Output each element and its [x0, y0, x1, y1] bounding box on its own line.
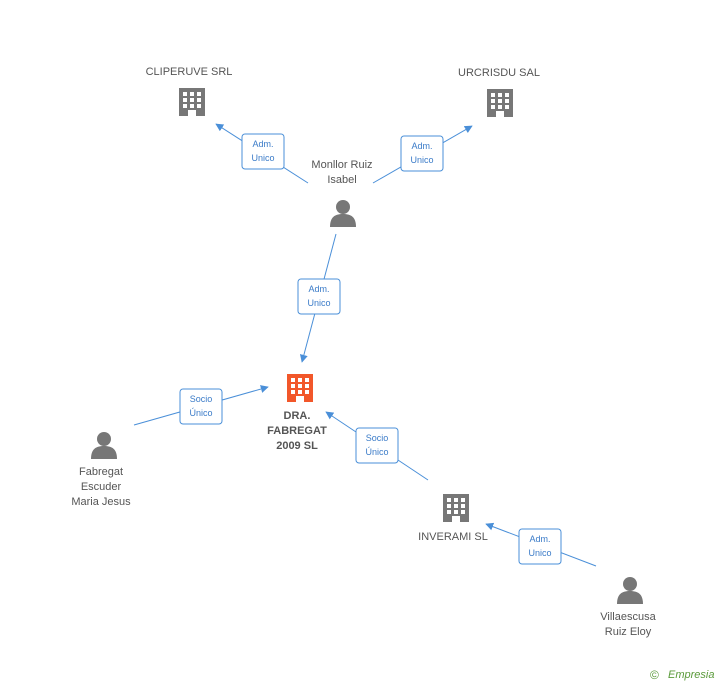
- node-label: INVERAMI SL: [418, 531, 488, 543]
- edge-monllor-to-dra_fabregat: Adm. Unico: [297, 233, 341, 363]
- edge-role-text: Socio: [366, 433, 389, 443]
- nodes-layer: CLIPERUVE SRL URCRISDU SAL Monllor RuizIsa…: [71, 66, 656, 638]
- edge-villaescusa-to-inverami: Adm. Unico: [485, 522, 597, 567]
- node-label: FABREGAT: [267, 425, 327, 437]
- building-icon: [443, 494, 469, 522]
- edge-role-box: [179, 388, 223, 425]
- node-label: Escuder: [81, 481, 122, 493]
- edge-role-badge[interactable]: Adm. Unico: [518, 528, 562, 565]
- footer-brand: © Empresia: [650, 668, 714, 682]
- edge-role-box: [297, 278, 341, 315]
- node-label: CLIPERUVE SRL: [146, 66, 233, 78]
- node-clipervue[interactable]: CLIPERUVE SRL: [146, 66, 233, 116]
- edge-role-box: [355, 427, 399, 464]
- node-dra_fabregat[interactable]: DRA. FABREGAT 2009 SL: [267, 374, 327, 452]
- building-icon: [287, 374, 313, 402]
- building-icon: [487, 89, 513, 117]
- node-label: Maria Jesus: [71, 496, 131, 508]
- edge-role-text: Adm.: [252, 139, 273, 149]
- node-label: Monllor Ruiz: [311, 159, 372, 171]
- node-label: Isabel: [327, 174, 356, 186]
- edge-role-box: [518, 528, 562, 565]
- edge-role-text: Unico: [307, 298, 330, 308]
- edge-role-badge[interactable]: Adm. Unico: [297, 278, 341, 315]
- edge-role-badge[interactable]: Adm. Unico: [400, 135, 444, 172]
- edge-role-box: [400, 135, 444, 172]
- node-label: DRA.: [284, 410, 311, 422]
- edges-layer: Adm.UnicoAdm.UnicoAdm.UnicoSocioÚnicoSoc…: [133, 123, 597, 567]
- node-label: Villaescusa: [600, 611, 656, 623]
- edge-role-text: Adm.: [411, 141, 432, 151]
- node-label: Ruiz Eloy: [605, 626, 652, 638]
- edge-role-text: Unico: [410, 155, 433, 165]
- person-icon: [91, 432, 117, 459]
- node-urcrisdu[interactable]: URCRISDU SAL: [458, 67, 540, 117]
- building-icon: [179, 88, 205, 116]
- brand-name: Empresia: [668, 669, 714, 681]
- edge-role-text: Adm.: [308, 284, 329, 294]
- edge-role-text: Unico: [528, 548, 551, 558]
- node-inverami[interactable]: INVERAMI SL: [418, 494, 488, 543]
- person-icon: [330, 200, 356, 227]
- edge-role-text: Único: [365, 447, 388, 457]
- edge-role-text: Único: [189, 408, 212, 418]
- edge-role-box: [241, 133, 285, 170]
- edge-monllor-to-clipervue: Adm. Unico: [215, 123, 309, 184]
- copyright-symbol: ©: [650, 668, 659, 682]
- edge-monllor-to-urcrisdu: Adm. Unico: [372, 125, 473, 184]
- edge-role-text: Unico: [251, 153, 274, 163]
- node-label: Fabregat: [79, 466, 123, 478]
- node-label: URCRISDU SAL: [458, 67, 540, 79]
- edge-role-badge[interactable]: Adm. Unico: [241, 133, 285, 170]
- person-icon: [617, 577, 643, 604]
- edge-role-text: Socio: [190, 394, 213, 404]
- edge-role-text: Adm.: [529, 534, 550, 544]
- node-label: 2009 SL: [276, 440, 318, 452]
